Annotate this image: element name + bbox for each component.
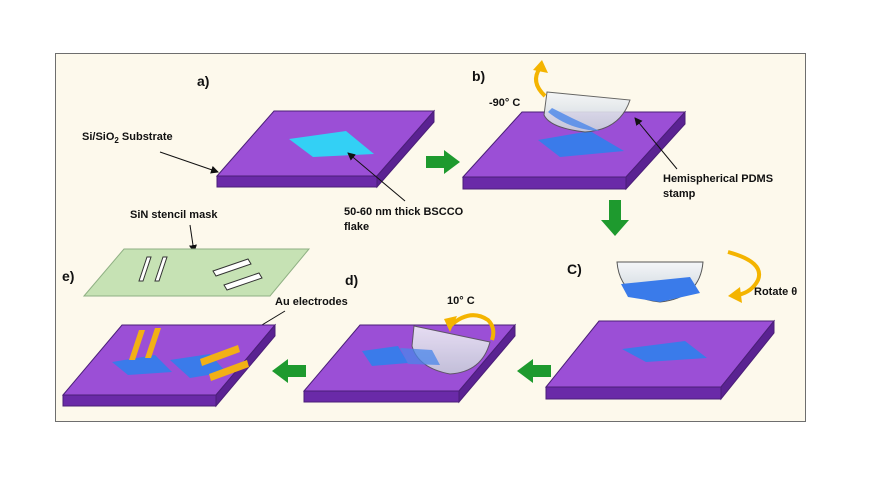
pdms-label-line2: stamp xyxy=(663,188,696,200)
substrate-pointer xyxy=(159,151,219,174)
stencil-label: SiN stencil mask xyxy=(130,209,218,221)
bscco-flake-a xyxy=(289,131,374,157)
substrate-label: Si/SiO2 Substrate xyxy=(82,131,173,145)
step-e-label: e) xyxy=(62,268,74,284)
rotate-arrowhead-d xyxy=(444,316,457,332)
arrow-c-to-d xyxy=(517,359,551,383)
pdms-label-line1: Hemispherical PDMS xyxy=(663,173,773,185)
flake-pointer xyxy=(347,152,406,202)
flake-shadow-b xyxy=(538,131,624,157)
rotate-arrow-c xyxy=(727,250,762,297)
step-d-label: d) xyxy=(345,272,358,288)
electrodes-label: Au electrodes xyxy=(275,296,348,308)
pdms-stamp-b xyxy=(543,91,631,133)
rotate-label: Rotate θ xyxy=(754,286,797,298)
flake-label-line2: flake xyxy=(344,221,369,233)
stencil-pointer xyxy=(189,224,197,253)
rotate-arrowhead-c xyxy=(728,287,742,303)
rotate-arrow-b xyxy=(534,66,547,98)
arrow-a-to-b xyxy=(426,150,460,174)
pdms-stamp-c xyxy=(616,261,704,303)
flake-label-line1: 50-60 nm thick BSCCO xyxy=(344,206,464,218)
sin-stencil-mask xyxy=(82,248,311,297)
flake-c xyxy=(622,341,707,362)
arrow-b-to-c xyxy=(601,200,629,236)
step-a-label: a) xyxy=(197,73,209,89)
temp-b-label: -90° C xyxy=(489,97,520,109)
step-b-label: b) xyxy=(472,68,485,84)
pdms-pointer xyxy=(634,117,678,170)
rotate-arrow-d xyxy=(448,313,496,341)
stencil-slots xyxy=(138,256,263,291)
pdms-stamp-d xyxy=(400,325,491,375)
flake-d xyxy=(362,346,408,366)
au-electrodes xyxy=(129,328,249,381)
arrow-d-to-e xyxy=(272,359,306,383)
rotate-arrowhead-b xyxy=(533,60,548,73)
temp-d-label: 10° C xyxy=(447,295,475,307)
step-c-label: C) xyxy=(567,261,582,277)
